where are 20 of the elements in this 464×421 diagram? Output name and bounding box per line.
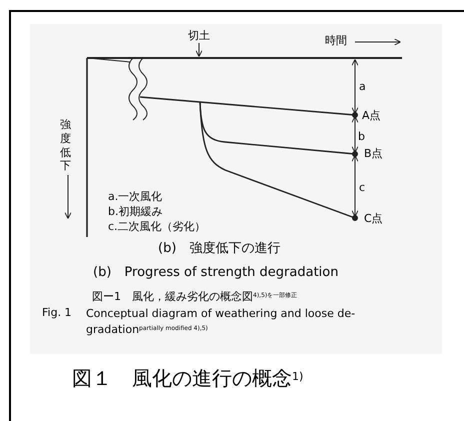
axis-line bbox=[87, 57, 402, 59]
dimension-label: c bbox=[359, 181, 366, 195]
subfigure-caption: (b) 強度低下の進行 bbox=[158, 241, 280, 258]
leader-line bbox=[196, 42, 202, 58]
point-label: C点 bbox=[364, 212, 383, 226]
legend-text: c.二次風化（劣化） bbox=[108, 220, 206, 234]
axis-label: 時間 bbox=[325, 34, 347, 48]
figure-title: 図１ 風化の進行の概念$^{1)}$ bbox=[72, 366, 304, 391]
legend-text: b.初期緩み bbox=[108, 205, 162, 219]
figure-caption: 図ー1 風化，緩み劣化の概念図$^{4),5)を一部修正}$ bbox=[92, 290, 298, 304]
dimension-label: b bbox=[358, 130, 365, 144]
subfigure-caption: (b) Progress of strength degradation bbox=[93, 265, 338, 282]
figure-number: Fig. 1 bbox=[42, 306, 72, 320]
axis-label: 強度低下 bbox=[60, 118, 71, 173]
figure-caption: Conceptual diagram of weathering and loose de- gradation$^{partially modified 4),5)}$ bbox=[86, 306, 356, 338]
axis-label: 切土 bbox=[188, 30, 210, 41]
dimension-label: a bbox=[359, 80, 366, 94]
point-label: A点 bbox=[362, 109, 381, 123]
legend-text: a.一次風化 bbox=[108, 190, 162, 204]
point-label: B点 bbox=[364, 147, 383, 161]
